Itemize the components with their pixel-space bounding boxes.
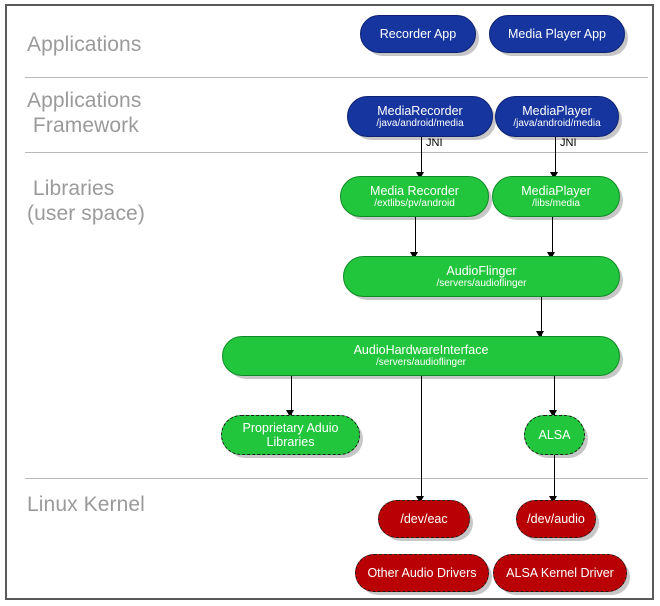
node-mediarecorder-framework[interactable]: MediaRecorder /java/android/media	[347, 96, 493, 137]
arrowhead-ahi-to-alsa	[549, 410, 557, 417]
layer-label-applications-framework: Applications Framework	[27, 89, 142, 137]
node-title: /dev/eac	[400, 512, 448, 526]
arrowhead-mediaplayerlib-to-audioflinger	[547, 252, 555, 259]
node-title: MediaRecorder	[377, 103, 463, 118]
node-subtitle: /java/android/media	[513, 117, 601, 129]
node-subtitle: /servers/audioflinger	[436, 277, 527, 289]
connector-ahi-to-proprietary	[290, 375, 292, 415]
edge-label-jni-recorder: JNI	[426, 137, 443, 149]
node-title: MediaPlayer	[522, 103, 592, 118]
node-mediaplayer-framework[interactable]: MediaPlayer /java/android/media	[495, 96, 619, 137]
node-alsa-kernel-driver[interactable]: ALSA Kernel Driver	[493, 554, 627, 592]
divider-applications-framework	[25, 152, 648, 153]
edge-label-jni-player: JNI	[560, 137, 577, 149]
node-subtitle: Libraries	[266, 435, 315, 449]
arrowhead-ahi-to-proprietary	[286, 410, 294, 417]
arrowhead-mediaplayer-to-lib	[550, 172, 558, 179]
connector-ahi-to-dev-eac	[420, 375, 422, 500]
node-title: Other Audio Drivers	[367, 566, 477, 580]
arrowhead-alsa-to-dev-audio	[549, 496, 557, 503]
connector-audioflinger-to-ahi	[540, 296, 542, 336]
layer-label-applications: Applications	[27, 33, 142, 56]
arrowhead-ahi-to-dev-eac	[416, 496, 424, 503]
node-title: MediaPlayer	[521, 183, 591, 198]
divider-applications	[25, 77, 648, 78]
arrowhead-mediarecorder-to-lib	[416, 172, 424, 179]
node-audioflinger[interactable]: AudioFlinger /servers/audioflinger	[343, 256, 620, 297]
node-audiohardwareinterface[interactable]: AudioHardwareInterface /servers/audiofli…	[222, 336, 620, 376]
connector-mediarecorder-to-lib	[420, 137, 422, 175]
node-recorder-app[interactable]: Recorder App	[360, 15, 476, 53]
node-title: Proprietary Aduio	[242, 421, 339, 435]
node-title: Media Player App	[508, 27, 606, 41]
node-subtitle: /extlibs/pv/android	[374, 197, 455, 209]
node-title: ALSA	[538, 428, 571, 442]
node-media-recorder-lib[interactable]: Media Recorder /extlibs/pv/android	[340, 176, 489, 217]
connector-ahi-to-alsa	[553, 375, 555, 415]
divider-libraries	[25, 478, 648, 479]
node-title: Media Recorder	[370, 183, 459, 198]
connector-mediarecorderlib-to-audioflinger	[414, 217, 416, 257]
node-title: AudioFlinger	[446, 263, 517, 278]
connector-mediaplayer-to-lib	[554, 137, 556, 175]
node-dev-eac[interactable]: /dev/eac	[378, 500, 470, 538]
node-subtitle: /libs/media	[532, 197, 580, 209]
node-subtitle: /servers/audioflinger	[375, 357, 467, 368]
arrowhead-mediarecorderlib-to-audioflinger	[410, 252, 418, 259]
node-dev-audio[interactable]: /dev/audio	[516, 500, 596, 538]
node-title: /dev/audio	[527, 512, 585, 526]
node-other-audio-drivers[interactable]: Other Audio Drivers	[355, 554, 489, 592]
node-title: AudioHardwareInterface	[353, 343, 489, 357]
connector-mediaplayerlib-to-audioflinger	[551, 217, 553, 257]
layer-label-libraries: Libraries (user space)	[27, 177, 145, 225]
node-mediaplayer-lib[interactable]: MediaPlayer /libs/media	[492, 176, 620, 217]
connector-alsa-to-dev-audio	[553, 455, 555, 500]
node-title: Recorder App	[379, 27, 457, 41]
arrowhead-audioflinger-to-ahi	[536, 331, 544, 338]
node-media-player-app[interactable]: Media Player App	[489, 15, 625, 53]
node-proprietary-audio-libraries[interactable]: Proprietary Aduio Libraries	[221, 415, 360, 455]
node-subtitle: /java/android/media	[376, 117, 464, 129]
node-title: ALSA Kernel Driver	[506, 566, 614, 580]
node-alsa[interactable]: ALSA	[524, 415, 585, 455]
layer-label-linux-kernel: Linux Kernel	[27, 493, 145, 516]
